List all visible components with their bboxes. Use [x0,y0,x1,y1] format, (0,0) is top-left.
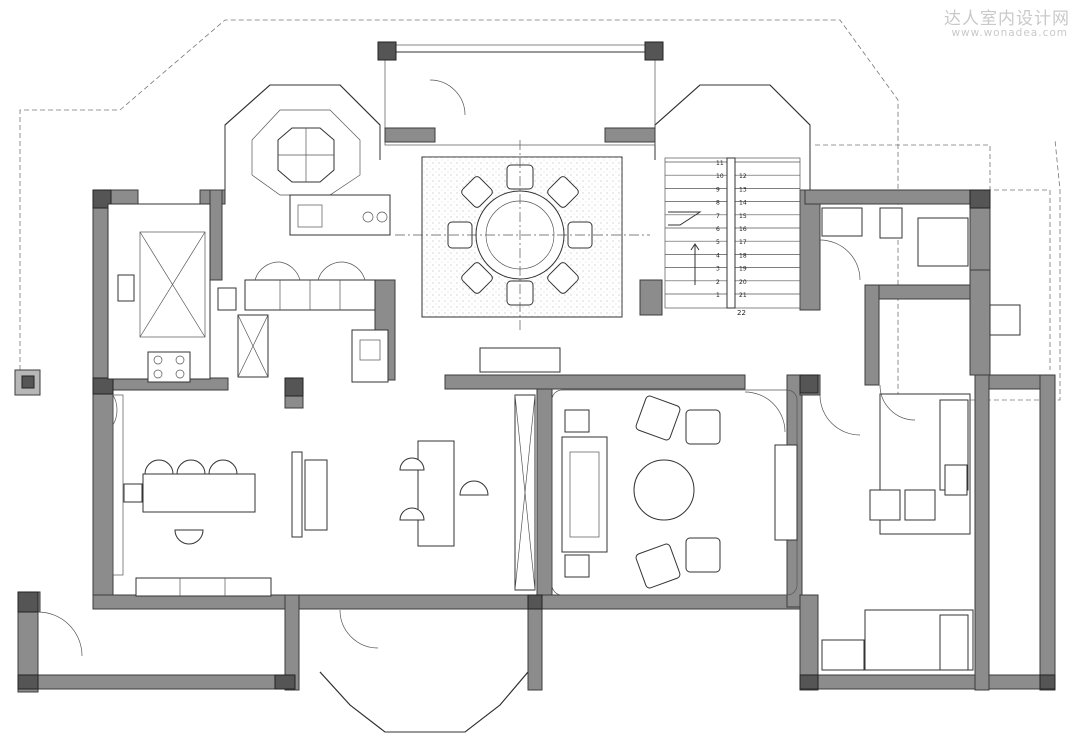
stair-number-left: 3 [716,266,720,273]
stair-number-right: 17 [739,239,747,246]
stair-number-right: 15 [739,213,747,220]
stair-label-22: 22 [737,309,746,317]
stair-number-left: 5 [716,239,720,246]
stair-numbers-right: 12 13 14 15 16 17 18 19 20 21 [739,173,747,299]
staircase [664,157,801,309]
stair-number-left: 1 [716,292,720,299]
stair-number-left: 2 [716,279,720,286]
door-swings [37,79,466,657]
stair-number-left: 7 [716,213,720,220]
roof-outline [19,19,1061,401]
stair-number-left: 6 [716,226,720,233]
stair-number-right: 14 [739,200,747,207]
stair-number-right: 13 [739,186,747,193]
bar-area [291,394,536,591]
watermark-title: 达人室内设计网 [944,9,1070,29]
dining-area [395,140,650,373]
stair-number-left: 4 [716,252,720,259]
stair-number-left: 8 [716,200,720,207]
stair-number-left: 11 [716,160,724,167]
stair-numbers-left: 11 10 9 8 7 6 5 4 3 2 1 [716,160,724,299]
stair-number-right: 18 [739,252,747,259]
stair-number-right: 19 [739,266,747,273]
walls [14,44,1056,733]
stair-number-right: 20 [739,279,747,286]
stair-number-left: 9 [716,186,720,193]
octagon-nook [251,109,391,236]
stair-number-left: 10 [716,173,724,180]
stair-number-right: 12 [739,173,747,180]
living-room [551,389,798,596]
kitchen-cabinets [217,261,389,383]
right-wing [819,207,1021,671]
stair-number-right: 21 [739,292,747,299]
stair-number-right: 16 [739,226,747,233]
kitchen-left [107,203,211,383]
breakfast-area [112,394,272,597]
watermark-url: www.wonadea.com [951,27,1068,39]
columns [17,41,1056,690]
